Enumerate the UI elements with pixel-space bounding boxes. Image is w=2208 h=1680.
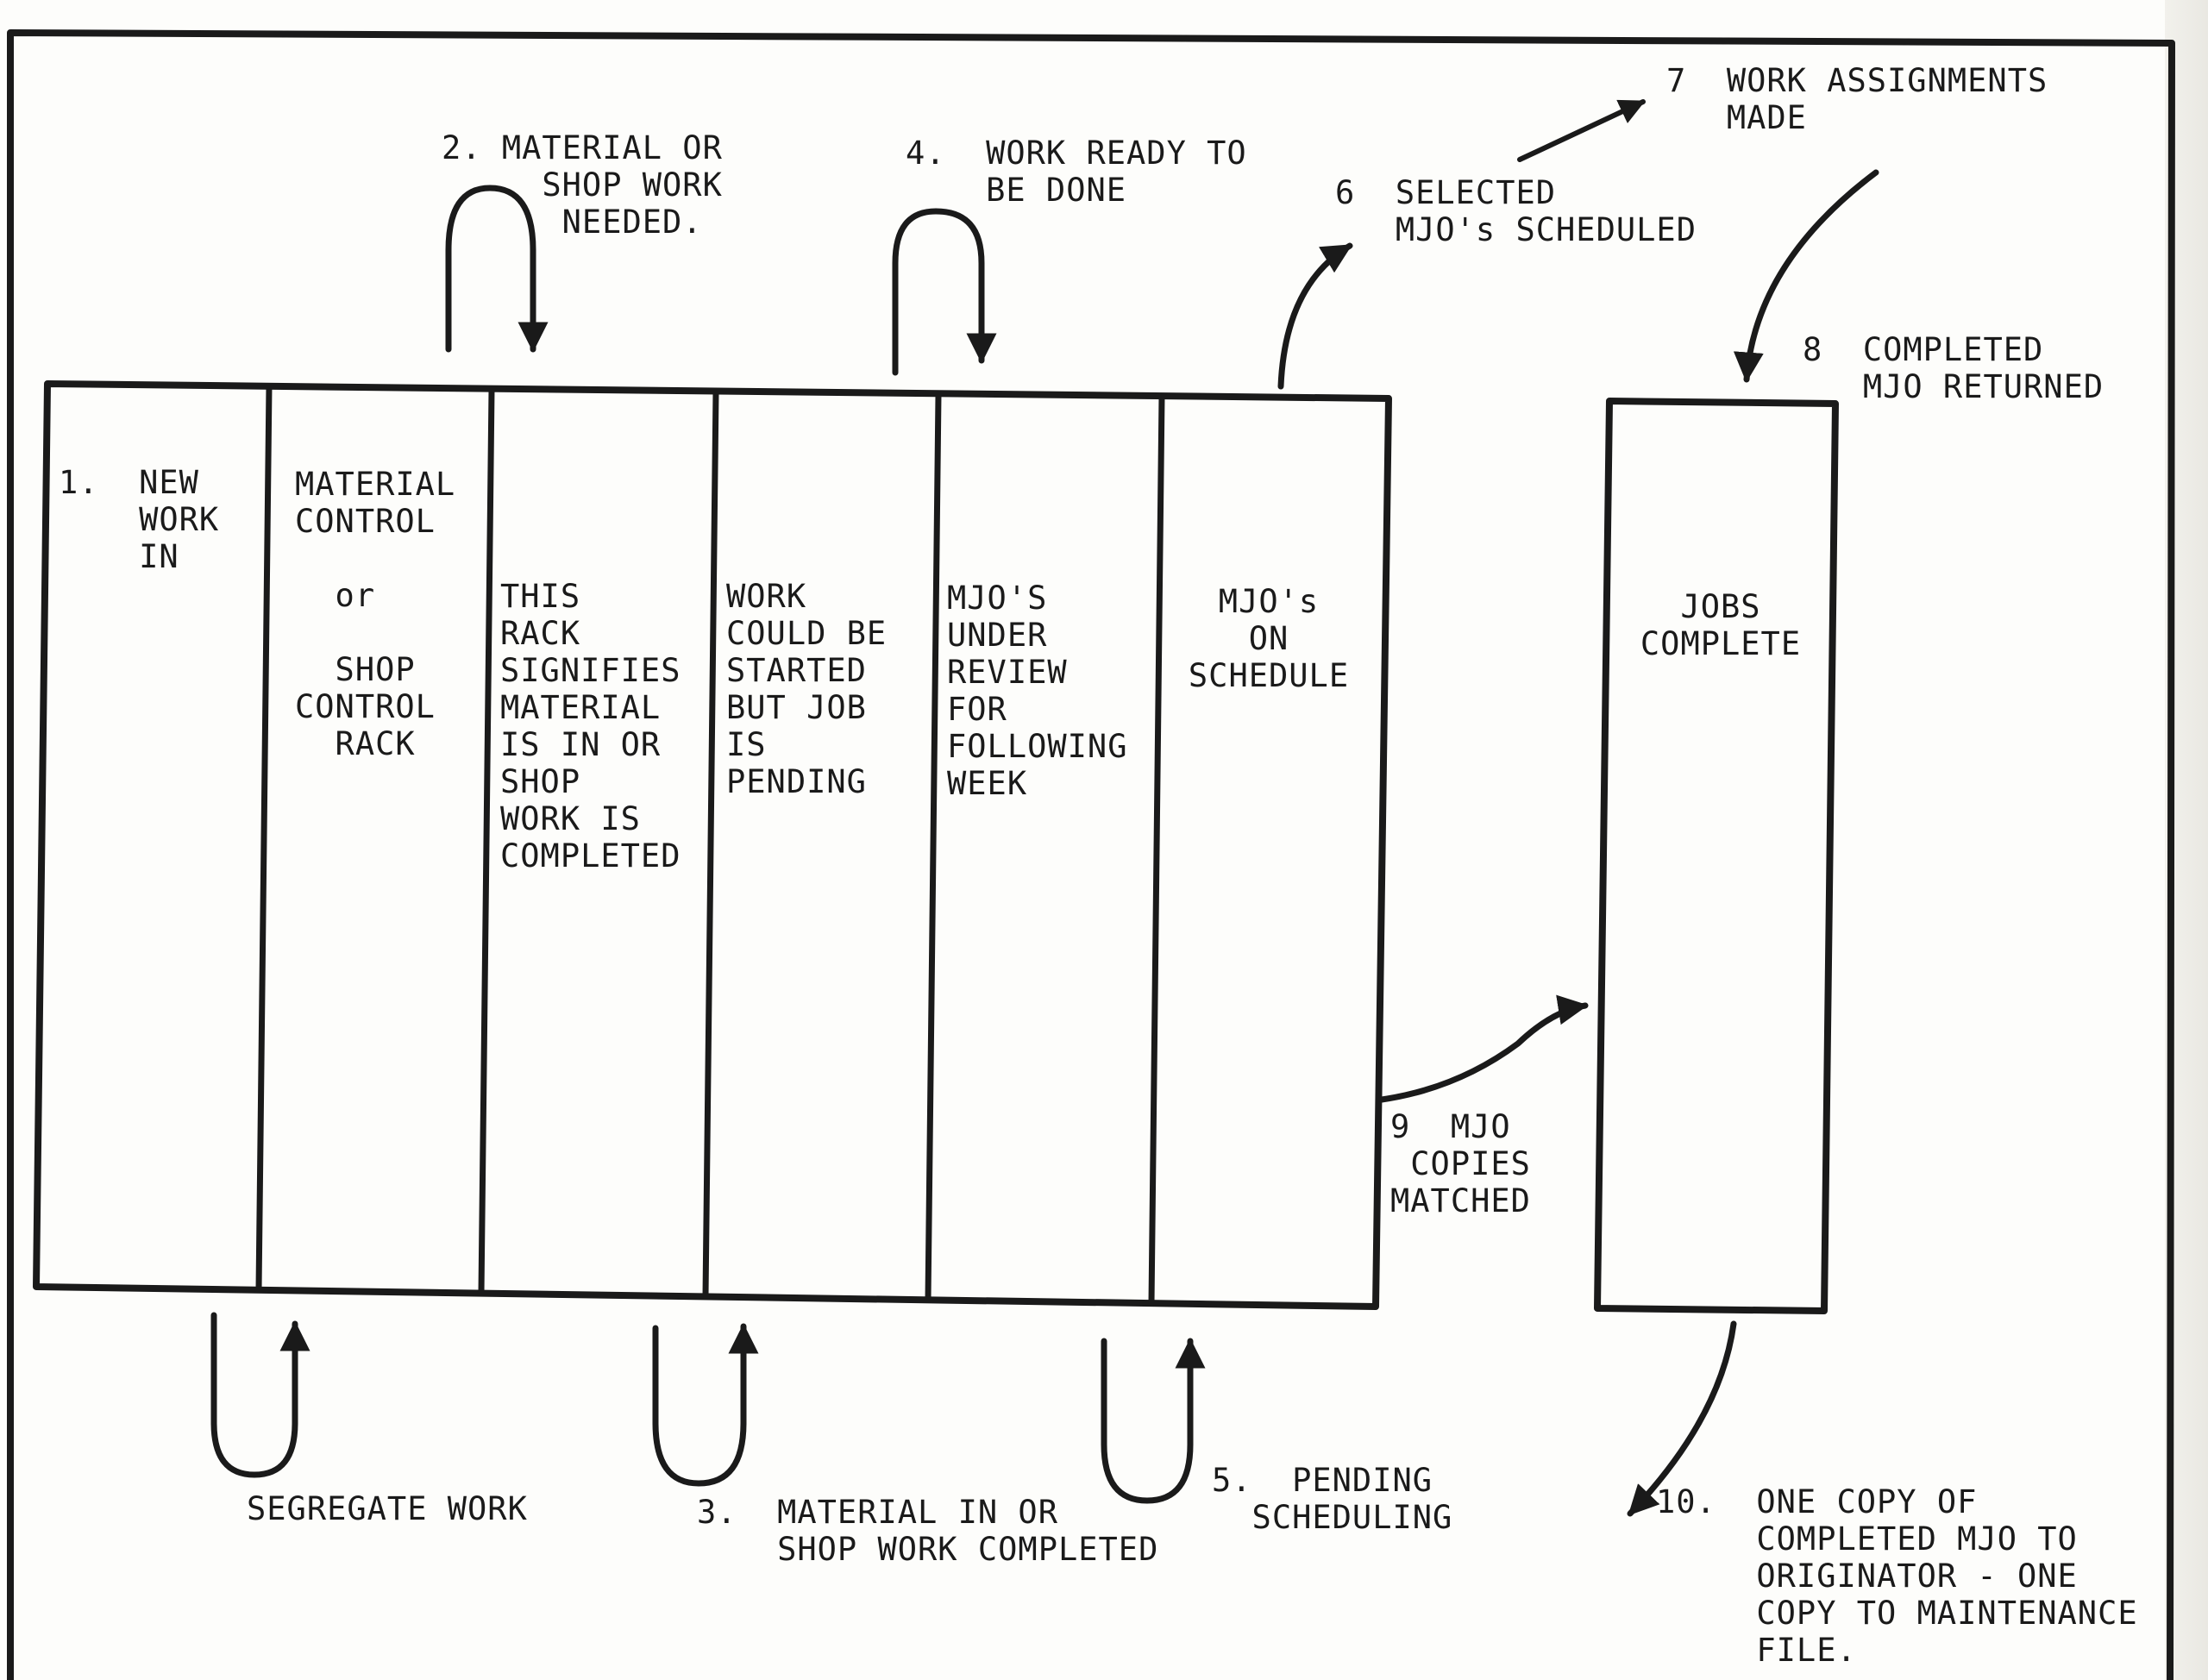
step-5-label: 5. PENDING SCHEDULING (1212, 1462, 1453, 1536)
rack-4-label: WORK COULD BE STARTED BUT JOB IS PENDING (726, 578, 888, 800)
rack-box-outline (33, 380, 1392, 1310)
rack-1-label: 1. NEW WORK IN (59, 464, 220, 575)
step-10-label: 10. ONE COPY OF COMPLETED MJO TO ORIGINA… (1656, 1483, 2138, 1669)
rack-divider-3 (702, 389, 719, 1300)
rack-3-label: THIS RACK SIGNIFIES MATERIAL IS IN OR SH… (500, 578, 681, 874)
arrow-step-4 (892, 208, 997, 376)
arrow-segregate (210, 1312, 310, 1478)
step-2-label: 2. MATERIAL OR SHOP WORK NEEDED. (442, 129, 723, 241)
arrow-step-6 (1277, 242, 1353, 390)
step-8-label: 8 COMPLETED MJO RETURNED (1803, 331, 2104, 405)
rack-divider-5 (1148, 393, 1165, 1307)
step-6-label: 6 SELECTED MJO's SCHEDULED (1335, 174, 1697, 248)
step-3-label: 3. MATERIAL IN OR SHOP WORK COMPLETED (697, 1494, 1159, 1568)
arrow-step-10 (1627, 1320, 1737, 1517)
step-4-label: 4. WORK READY TO BE DONE (906, 135, 1247, 209)
rack-divider-1 (255, 383, 273, 1293)
page-border (7, 29, 2175, 1680)
rack-divider-2 (478, 386, 495, 1296)
arrow-step-8 (1733, 169, 1879, 383)
arrow-step-3 (652, 1323, 759, 1487)
step-7-label: 7 WORK ASSIGNMENTS MADE (1666, 62, 2048, 136)
jobs-complete-box-outline (1594, 398, 1839, 1314)
arrow-step-9 (1378, 994, 1589, 1103)
arrow-step-2 (445, 185, 549, 353)
arrow-step-7 (1517, 99, 1646, 162)
rack-divider-4 (925, 392, 942, 1303)
jobs-complete-label: JOBS COMPLETE (1640, 588, 1802, 662)
segregate-work-label: SEGREGATE WORK (247, 1490, 528, 1527)
arrow-step-5 (1101, 1338, 1206, 1504)
step-9-label: 9 MJO COPIES MATCHED (1390, 1108, 1531, 1219)
rack-5-label: MJO'S UNDER REVIEW FOR FOLLOWING WEEK (947, 580, 1128, 802)
rack-2-label: MATERIAL CONTROL or SHOP CONTROL RACK (295, 466, 456, 762)
rack-6-label: MJO's ON SCHEDULE (1188, 583, 1350, 694)
